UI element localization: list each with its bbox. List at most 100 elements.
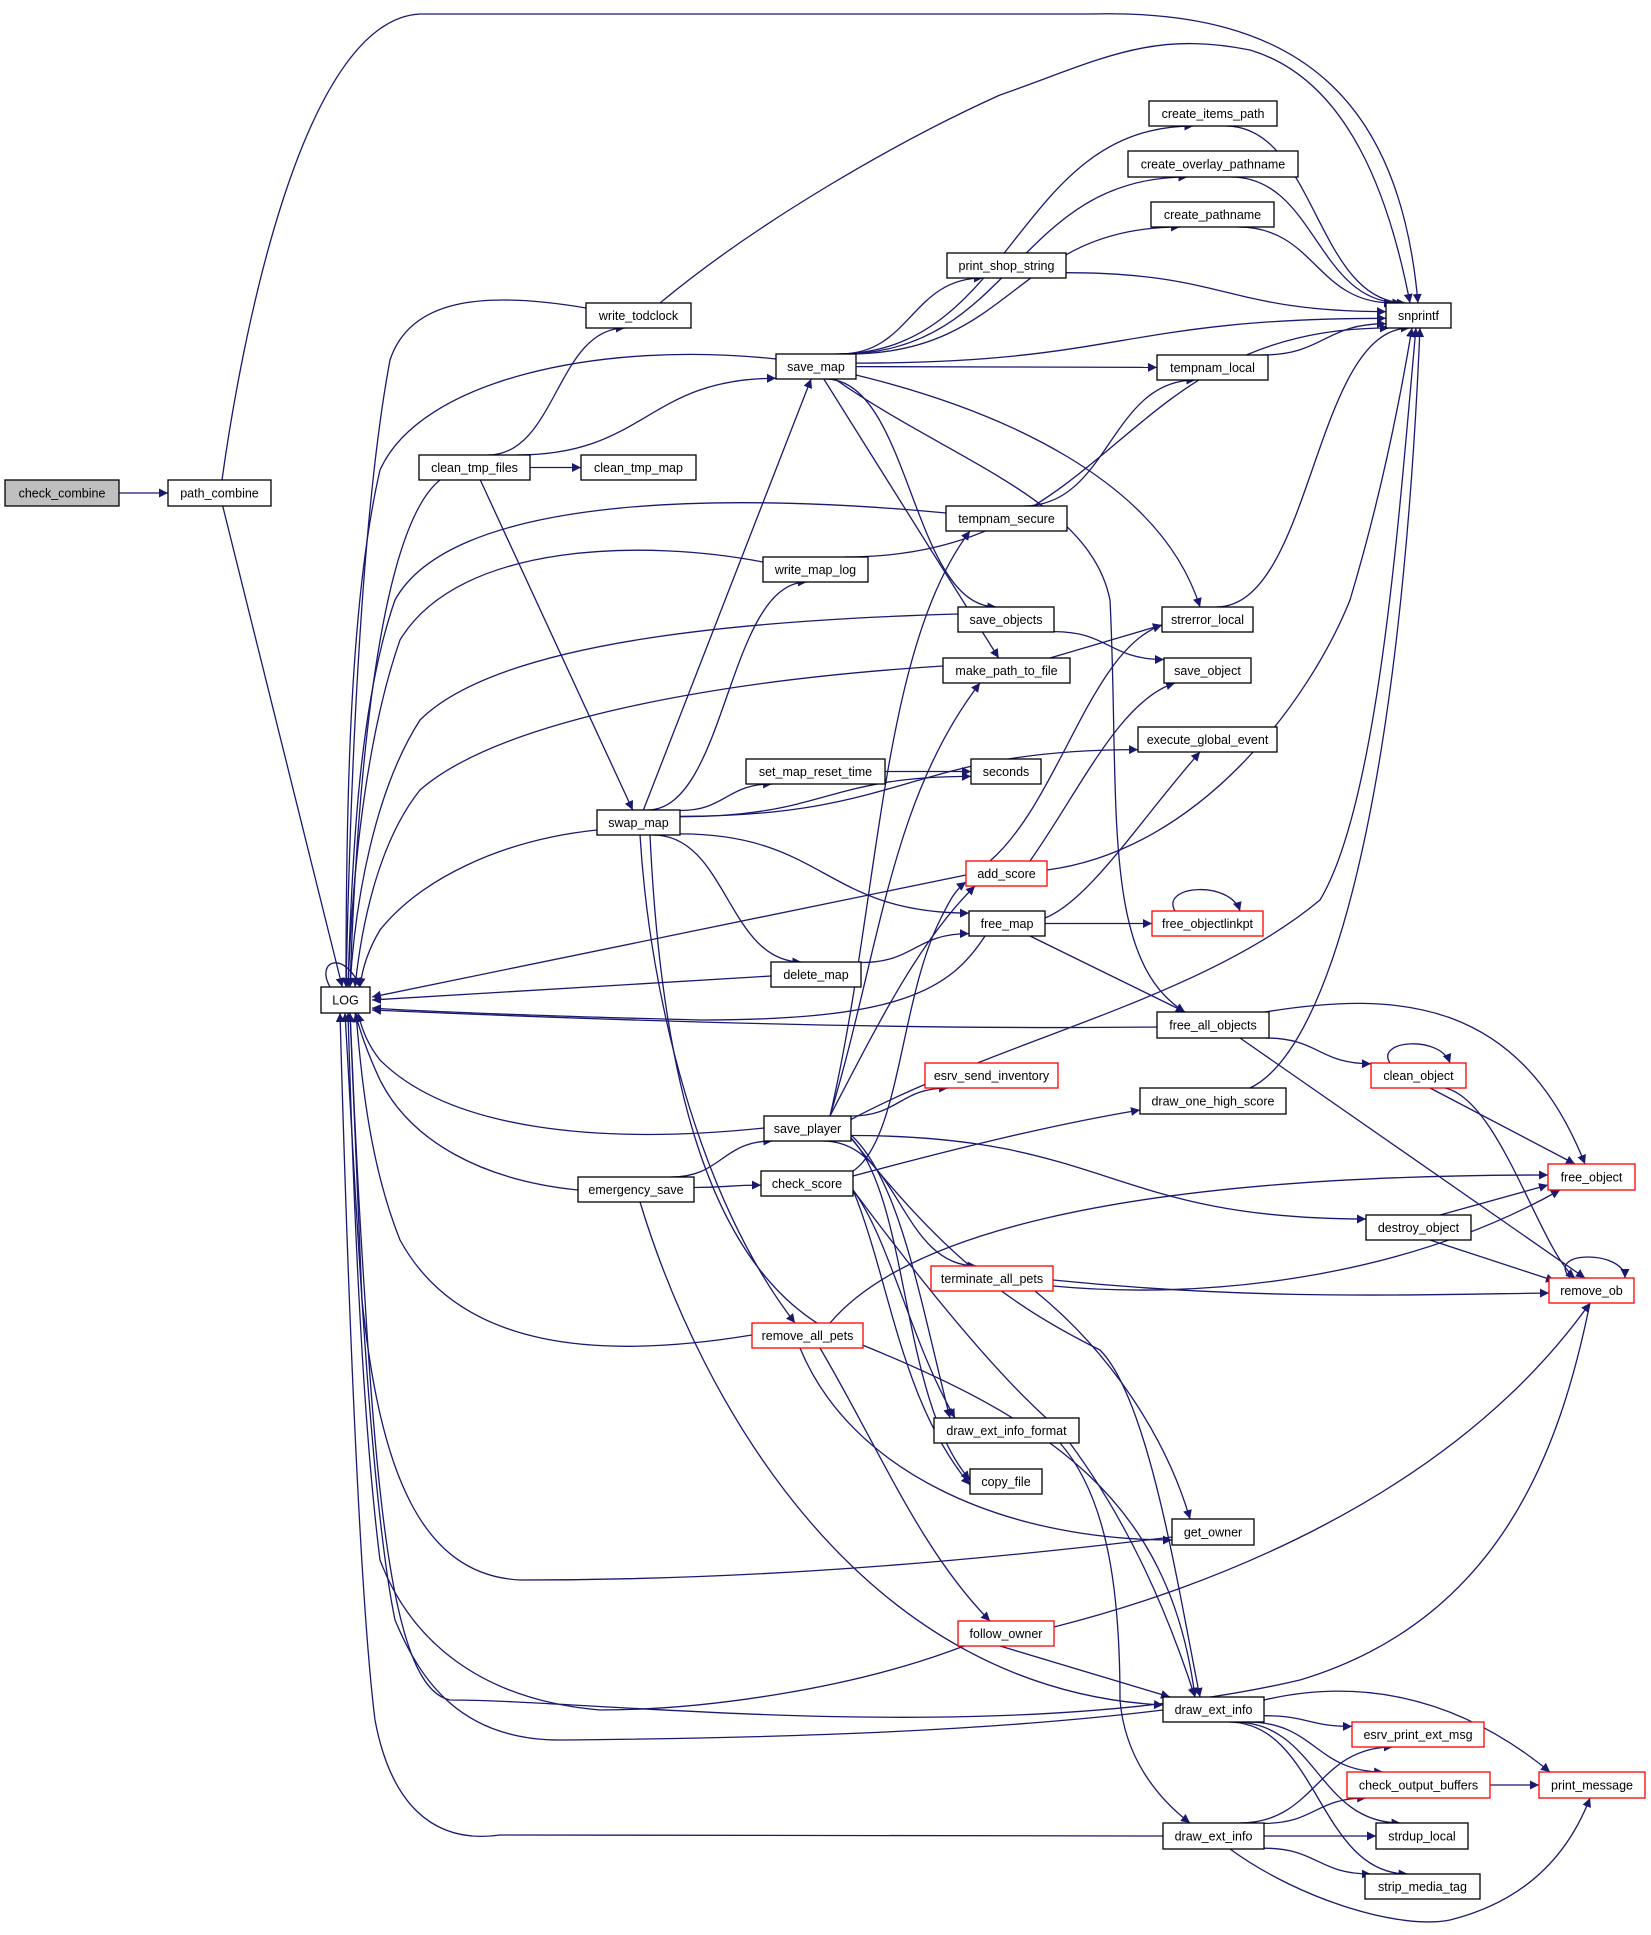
edge-draw_ext_info_a-to-print_message (1263, 1690, 1551, 1773)
node-esrv-send-inventory[interactable]: esrv_send_inventory (924, 1062, 1059, 1089)
edge-draw_ext_info_b-to-print_message (1229, 1797, 1591, 1923)
node-box (1547, 1163, 1636, 1191)
edges-layer (118, 13, 1630, 1923)
node-path-combine[interactable]: path_combine (167, 479, 272, 507)
node-label: set_map_reset_time (759, 765, 872, 779)
edge-swap_map-to-LOG (356, 829, 598, 988)
node-strip-media-tag[interactable]: strip_media_tag (1364, 1873, 1481, 1900)
node-label: strdup_local (1388, 1830, 1455, 1844)
node-set-map-reset-time[interactable]: set_map_reset_time (745, 758, 886, 785)
edge-print_shop_string-to-snprintf (1065, 272, 1387, 317)
node-label: follow_owner (970, 1627, 1043, 1641)
edge-destroy_object-to-free_object (1439, 1183, 1549, 1216)
node-clean-object[interactable]: clean_object (1370, 1062, 1467, 1089)
node-save-player[interactable]: save_player (763, 1115, 852, 1142)
node-seconds[interactable]: seconds (970, 758, 1042, 785)
node-save-objects[interactable]: save_objects (957, 606, 1055, 633)
node-strdup-local[interactable]: strdup_local (1375, 1822, 1469, 1850)
edge-save_map-to-create_items_path (835, 121, 1194, 355)
node-label: emergency_save (588, 1183, 683, 1197)
edge-save_map-to-save_objects (825, 378, 997, 612)
edge-save_player-to-tempnam_secure (829, 530, 971, 1117)
edge-save_player-to-destroy_object (850, 1134, 1367, 1224)
edge-free_map-to-execute_global_event (1044, 751, 1201, 919)
edge-save_player-to-draw_ext_info_a (850, 1137, 1203, 1698)
node-tempnam-secure[interactable]: tempnam_secure (945, 505, 1068, 532)
edge-clean_tmp_files-to-swap_map (479, 479, 634, 811)
node-draw-ext-info-b[interactable]: draw_ext_info (1162, 1822, 1265, 1850)
node-box (1370, 1062, 1467, 1089)
edge-follow_owner-to-draw_ext_info_a (999, 1645, 1171, 1699)
node-remove-all-pets[interactable]: remove_all_pets (751, 1322, 864, 1349)
node-box (320, 986, 371, 1014)
node-remove-ob[interactable]: remove_ob (1548, 1277, 1635, 1304)
node-esrv-print-ext-msg[interactable]: esrv_print_ext_msg (1351, 1721, 1485, 1748)
node-draw-ext-info-a[interactable]: draw_ext_info (1162, 1696, 1265, 1723)
node-destroy-object[interactable]: destroy_object (1365, 1214, 1472, 1241)
node-free-all-objects[interactable]: free_all_objects (1156, 1011, 1270, 1039)
node-save-map[interactable]: save_map (775, 353, 857, 380)
node-box (1385, 302, 1452, 329)
node-draw-ext-info-format[interactable]: draw_ext_info_format (933, 1417, 1080, 1444)
edge-save_map-to-create_pathname (848, 222, 1180, 355)
node-follow-owner[interactable]: follow_owner (957, 1620, 1055, 1647)
node-free-map[interactable]: free_map (968, 910, 1046, 937)
node-clean-tmp-files[interactable]: clean_tmp_files (418, 454, 531, 481)
node-emergency-save[interactable]: emergency_save (577, 1176, 695, 1203)
edge-add_score-to-strerror_local (989, 623, 1163, 862)
node-box (1538, 1771, 1646, 1799)
node-LOG[interactable]: LOG (320, 986, 371, 1014)
node-create-items-path[interactable]: create_items_path (1148, 100, 1278, 127)
node-tempnam-local[interactable]: tempnam_local (1156, 354, 1269, 381)
node-label: clean_object (1383, 1069, 1454, 1083)
node-add-score[interactable]: add_score (965, 860, 1048, 887)
node-check-output-buffers[interactable]: check_output_buffers (1346, 1771, 1491, 1799)
edge-draw_ext_info_b-to-strip_media_tag (1263, 1847, 1371, 1879)
edge-clean_tmp_files-to-save_map (516, 373, 777, 456)
node-label: draw_ext_info_format (946, 1424, 1067, 1438)
edge-check_score-to-add_score (852, 881, 967, 1172)
node-execute-global-event[interactable]: execute_global_event (1137, 726, 1278, 753)
node-strerror-local[interactable]: strerror_local (1161, 606, 1254, 633)
edge-tempnam_local-to-snprintf (1261, 319, 1387, 356)
node-free-object[interactable]: free_object (1547, 1163, 1636, 1191)
node-save-object[interactable]: save_object (1163, 657, 1252, 684)
node-make-path-to-file[interactable]: make_path_to_file (942, 657, 1071, 684)
node-swap-map[interactable]: swap_map (596, 809, 681, 836)
edge-save_player-to-add_score (829, 885, 976, 1117)
node-create-pathname[interactable]: create_pathname (1150, 201, 1275, 228)
node-label: strip_media_tag (1378, 1880, 1467, 1894)
node-label: delete_map (783, 968, 848, 982)
node-box (1548, 1277, 1635, 1304)
node-free-objectlinkpt[interactable]: free_objectlinkpt (1151, 910, 1264, 937)
edge-add_score-to-snprintf (1046, 327, 1415, 871)
node-draw-one-high-score[interactable]: draw_one_high_score (1139, 1087, 1287, 1115)
edge-swap_map-to-set_map_reset_time (679, 779, 773, 812)
node-print-shop-string[interactable]: print_shop_string (946, 252, 1067, 279)
node-box (775, 353, 857, 380)
edge-save_player-to-terminate_all_pets (822, 1140, 977, 1271)
node-copy-file[interactable]: copy_file (969, 1468, 1043, 1495)
node-create-overlay-pathname[interactable]: create_overlay_pathname (1127, 150, 1299, 178)
node-box (1346, 1771, 1491, 1799)
node-check-score[interactable]: check_score (760, 1170, 854, 1197)
node-write-map-log[interactable]: write_map_log (762, 556, 869, 583)
edge-save_map-to-strerror_local (855, 374, 1202, 608)
node-delete-map[interactable]: delete_map (770, 961, 862, 988)
node-write-todclock[interactable]: write_todclock (585, 302, 692, 329)
node-box (596, 809, 681, 836)
edge-swap_map-to-remove_all_pets (639, 834, 796, 1324)
node-print-message[interactable]: print_message (1538, 1771, 1646, 1799)
edge-save_map-to-snprintf (855, 313, 1387, 364)
node-terminate-all-pets[interactable]: terminate_all_pets (930, 1265, 1054, 1292)
node-snprintf[interactable]: snprintf (1385, 302, 1452, 329)
node-box (968, 910, 1046, 937)
edge-swap_map-to-write_map_log (647, 577, 807, 811)
node-get-owner[interactable]: get_owner (1171, 1518, 1255, 1546)
edge-draw_ext_info_format-to-draw_ext_info_b (1059, 1442, 1191, 1824)
node-box (1161, 606, 1254, 633)
node-check-combine[interactable]: check_combine (4, 479, 120, 507)
node-clean-tmp-map[interactable]: clean_tmp_map (580, 454, 697, 481)
node-label: create_items_path (1162, 107, 1265, 121)
node-label: save_object (1174, 664, 1241, 678)
